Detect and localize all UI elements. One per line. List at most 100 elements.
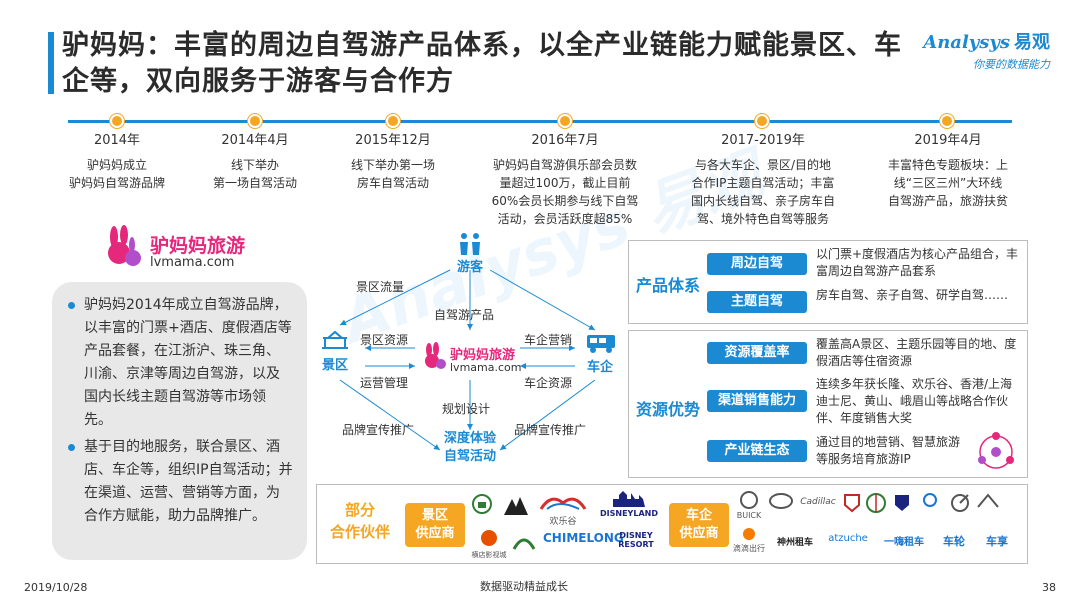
brand-cn: 易观 xyxy=(1014,32,1050,53)
partner-logo xyxy=(915,493,945,510)
partners-title: 部分 合作伙伴 xyxy=(329,501,390,541)
activity-node: 深度体验 自驾活动 xyxy=(443,431,496,464)
timeline-event: 2019年4月 丰富特色专题板块：上 线“三区三州”大环线 自驾游产品，旅游扶贫 xyxy=(868,132,1028,210)
partner-logo: 欢乐谷 xyxy=(539,491,587,527)
product-desc: 以门票+度假酒店为核心产品组合，丰富周边自驾游产品套系 xyxy=(816,247,1019,278)
timeline-dot xyxy=(558,114,572,128)
timeline-date: 2019年4月 xyxy=(914,133,982,148)
resource-desc: 连续多年获长隆、欢乐谷、香港/上海迪士尼、黄山、峨眉山等战略合作伙伴、年度销售大… xyxy=(816,377,1013,425)
tourist-icon xyxy=(460,233,480,255)
center-logo-name: 驴妈妈旅游 xyxy=(450,348,516,363)
partner-logo: DISNEY RESORT xyxy=(618,531,654,549)
product-pill: 主题自驾 xyxy=(707,291,807,313)
label-scenic-flow: 景区流量 xyxy=(356,280,405,294)
timeline-text: 丰富特色专题板块：上 线“三区三州”大环线 自驾游产品，旅游扶贫 xyxy=(887,158,1008,208)
alfa-romeo-icon xyxy=(866,493,886,513)
partner-logo-text: 滴滴出行 xyxy=(733,544,765,553)
timeline-dot xyxy=(110,114,124,128)
car-icon xyxy=(587,335,615,353)
brand-prefix: A xyxy=(923,32,938,53)
resource-pill: 资源覆盖率 xyxy=(707,342,807,364)
resource-desc: 通过目的地营销、智慧旅游等服务培育旅游IP xyxy=(816,435,961,466)
ecosystem-icon xyxy=(978,432,1014,469)
palace-museum-icon xyxy=(472,494,492,514)
title-accent-bar xyxy=(48,32,54,94)
partner-logo: 一嗨租车 xyxy=(884,537,924,548)
partner-logo: BUICK xyxy=(735,491,763,520)
product-system-box xyxy=(628,240,1028,324)
timeline-dot xyxy=(386,114,400,128)
product-desc: 房车自驾、亲子自驾、研学自驾…… xyxy=(816,288,1009,302)
buick-icon xyxy=(740,491,758,509)
product-system-title: 产品体系 xyxy=(636,276,701,295)
footer-date: 2019/10/28 xyxy=(24,581,88,594)
scenic-icon xyxy=(322,330,348,349)
product-pill: 周边自驾 xyxy=(707,253,807,275)
scenic-supplier-pill: 景区 供应商 xyxy=(405,503,465,547)
service-diagram: 游客 景区 车企 驴妈妈旅游 lvmama.com 深度体验 自驾活动 景区流量… xyxy=(310,230,620,480)
baic-icon xyxy=(844,494,860,513)
intro-box: 驴妈妈2014年成立自驾游品牌，以丰富的门票+酒店、度假酒店等产品套餐，在江浙沪… xyxy=(52,282,307,560)
bunny-icon xyxy=(108,225,141,266)
partner-logo-text: DISNEYLAND xyxy=(600,509,658,518)
timeline-event: 2016年7月 驴妈妈自驾游俱乐部会员数 量超过100万，截止目前 60%会员长… xyxy=(470,132,660,228)
page-title: 驴妈妈：丰富的周边自驾游产品体系，以全产业链能力赋能景区、车企等，双向服务于游客… xyxy=(62,30,902,97)
chimelong-icon xyxy=(512,538,536,550)
volvo-icon xyxy=(951,494,969,512)
resource-pill: 渠道销售能力 xyxy=(707,390,807,412)
partner-logo-text: 欢乐谷 xyxy=(549,517,577,527)
didi-icon xyxy=(743,528,755,540)
partner-logo xyxy=(767,493,795,512)
lvmama-logo: 驴妈妈旅游 lvmama.com xyxy=(100,225,270,275)
partners-box: 部分 合作伙伴 景区 供应商 车企 供应商 欢乐谷 DISNEYLAND 横店影… xyxy=(316,484,1028,564)
maserati-icon xyxy=(895,495,909,511)
car-supplier-pill: 车企 供应商 xyxy=(669,503,729,547)
hengdian-icon xyxy=(481,530,497,546)
brand-name: nalysys xyxy=(937,32,1010,53)
center-logo-url: lvmama.com xyxy=(450,361,522,374)
partner-logo xyxy=(891,493,913,516)
partner-logo xyxy=(471,493,493,518)
label-scenic-resource: 景区资源 xyxy=(360,333,409,347)
partner-logo: atzuche xyxy=(828,533,868,544)
partner-logo: 车轮 xyxy=(943,535,965,548)
timeline-text: 驴妈妈成立 驴妈妈自驾游品牌 xyxy=(68,158,165,190)
page-number: 38 xyxy=(1042,581,1056,594)
timeline-dot xyxy=(940,114,954,128)
partner-logo: 滴滴出行 xyxy=(731,527,767,554)
partner-logo: DISNEYLAND xyxy=(597,491,661,518)
label-brand-promo: 品牌宣传推广 xyxy=(342,423,415,437)
diagram-arrows xyxy=(339,269,596,451)
bullet-item: 驴妈妈2014年成立自驾游品牌，以丰富的门票+酒店、度假酒店等产品套餐，在江浙沪… xyxy=(66,294,293,432)
tourist-node: 游客 xyxy=(456,260,483,275)
timeline-date: 2014年 xyxy=(93,133,141,148)
happy-valley-icon xyxy=(539,497,587,510)
partner-logo-text: BUICK xyxy=(736,511,762,520)
partner-logo xyxy=(509,529,539,554)
timeline-event: 2014年4月 线下举办 第一场自驾活动 xyxy=(195,132,315,192)
saic-maxus-icon xyxy=(923,493,937,507)
timeline-dot xyxy=(755,114,769,128)
partner-logo: 横店影视城 xyxy=(469,529,509,560)
label-ops-manage: 运营管理 xyxy=(360,376,409,390)
bullet-item: 基于目的地服务，联合景区、酒店、车企等，组织IP自驾活动；并在渠道、运营、营销等… xyxy=(66,436,293,528)
huangshan-icon xyxy=(504,497,528,515)
gwm-icon xyxy=(769,493,793,509)
partner-logo: CHIMELONG xyxy=(543,531,624,545)
timeline-text: 与各大车企、景区/目的地 合作IP主题自驾活动；丰富 国内长线自驾、亲子房车自 … xyxy=(690,158,835,226)
timeline-text: 线下举办第一场 房车自驾活动 xyxy=(350,158,435,190)
label-car-marketing: 车企营销 xyxy=(524,333,573,347)
partner-logo: 车享 xyxy=(986,535,1008,548)
brand-tagline: 你要的数据能力 xyxy=(973,58,1050,71)
timeline-date: 2016年7月 xyxy=(531,133,599,148)
partner-logo xyxy=(501,493,531,520)
partner-logo xyxy=(947,493,973,516)
car-brand-icon xyxy=(977,493,999,508)
label-car-resource: 车企资源 xyxy=(524,376,573,390)
label-plan-design: 规划设计 xyxy=(442,402,491,416)
resource-desc: 覆盖高A景区、主题乐园等目的地、度假酒店等住宿资源 xyxy=(816,337,1017,368)
timeline-line xyxy=(68,120,1012,123)
partner-logo xyxy=(865,493,887,516)
timeline-date: 2017-2019年 xyxy=(721,133,805,148)
